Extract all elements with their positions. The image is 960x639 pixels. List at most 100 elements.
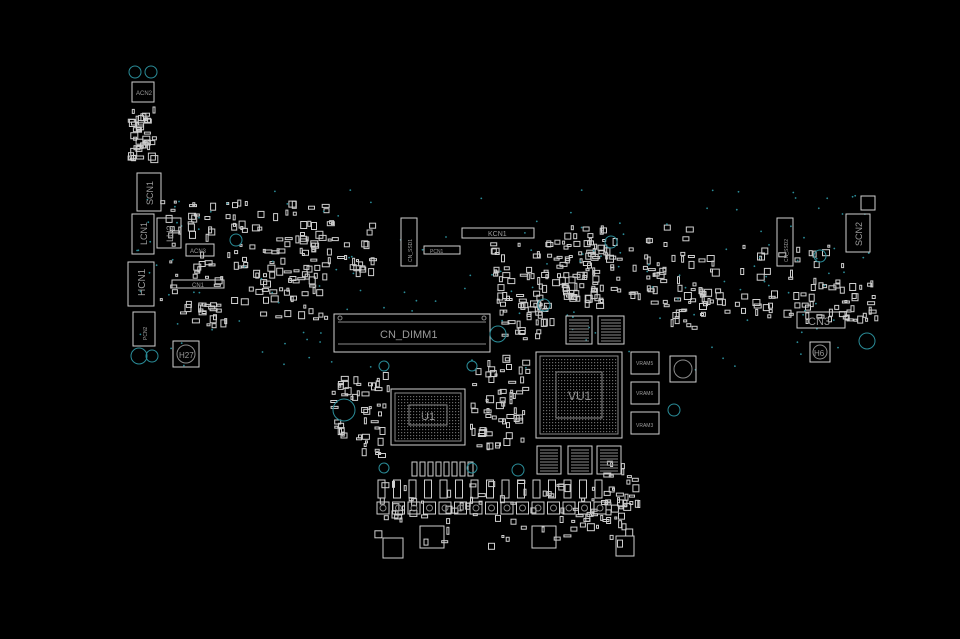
bga-ball: [585, 374, 587, 376]
connector-acn3[interactable]: [185, 243, 215, 257]
inductor-bottom-right[interactable]: [615, 535, 635, 557]
bga-ball: [458, 438, 460, 440]
chip-vram6[interactable]: [630, 381, 660, 405]
via: [274, 190, 276, 193]
connector-lcn1[interactable]: [131, 213, 155, 255]
bga-ball: [419, 414, 421, 416]
chip-vu1-outline[interactable]: [535, 351, 623, 439]
bga-ball: [546, 428, 548, 430]
bga-ball: [612, 383, 614, 385]
inductor-bottom-center[interactable]: [419, 525, 445, 549]
smd-part: [688, 300, 692, 304]
mosfet: [424, 479, 432, 499]
connector-scn1[interactable]: [136, 172, 162, 212]
via: [753, 265, 756, 268]
smd-part: [620, 463, 625, 470]
via: [572, 316, 574, 319]
smd-part: [790, 269, 793, 278]
bga-ball: [458, 435, 460, 437]
via: [765, 275, 768, 278]
bga-ball: [407, 423, 409, 425]
connector-pcn1[interactable]: [423, 245, 461, 255]
chip-misc-right[interactable]: [860, 195, 876, 211]
smd-part: [788, 276, 794, 280]
smd-part: [501, 321, 510, 325]
bga-ball: [452, 435, 454, 437]
bga-ball: [603, 359, 605, 361]
smd-part: [526, 312, 532, 321]
bga-ball: [606, 377, 608, 379]
via: [535, 220, 538, 223]
smd-part: [674, 316, 680, 325]
bga-ball: [612, 377, 614, 379]
inductor-bottom-center2[interactable]: [531, 525, 557, 549]
bga-ball: [422, 432, 424, 434]
connector-hcn1[interactable]: [127, 261, 155, 307]
smd-part: [232, 202, 238, 209]
bga-ball: [552, 428, 554, 430]
smd-part: [796, 246, 801, 253]
bga-ball: [425, 420, 427, 422]
bga-ball: [440, 432, 442, 434]
phase-cap: [427, 461, 434, 477]
bga-ball: [567, 425, 569, 427]
smd-part: [363, 417, 367, 425]
bga-ball: [434, 414, 436, 416]
bga-ball: [401, 405, 403, 407]
connector-pcn2[interactable]: [132, 311, 156, 347]
smd-part: [508, 380, 517, 384]
bga-ball: [612, 386, 614, 388]
cap: [454, 501, 467, 515]
connector-cn-ssd2[interactable]: [776, 217, 794, 267]
connector-cn3[interactable]: [796, 311, 846, 329]
bga-ball: [585, 428, 587, 430]
connector-cn1[interactable]: [171, 279, 225, 289]
smd-part: [509, 396, 513, 405]
smd-part: [839, 286, 845, 294]
smd-part: [874, 315, 879, 322]
chip-lu2[interactable]: [156, 217, 182, 249]
chip-vram5[interactable]: [630, 351, 660, 375]
mount-h6[interactable]: [809, 341, 831, 363]
smd-part: [834, 304, 840, 310]
connector-scn2[interactable]: [845, 213, 871, 253]
bga-ball: [440, 399, 442, 401]
label-cn-ssd2: CN_SSD2: [784, 239, 790, 262]
inductor-right-ring: [673, 359, 693, 379]
inductor-right[interactable]: [669, 355, 697, 383]
connector-kcn1[interactable]: [461, 227, 535, 239]
bga-ball: [552, 368, 554, 370]
connector-cn-ssd1[interactable]: [400, 217, 418, 267]
bga-ball: [600, 383, 602, 385]
smd-part: [213, 314, 217, 321]
smd-part: [275, 315, 283, 319]
smd-part: [260, 311, 268, 317]
bga-ball: [579, 407, 581, 409]
bga-ball: [549, 413, 551, 415]
chip-vram3[interactable]: [630, 411, 660, 435]
cap-ring: [534, 504, 542, 512]
smd-part: [515, 329, 521, 335]
label-scn2: SCN2: [854, 222, 864, 246]
smd-part: [308, 308, 314, 315]
via: [146, 198, 149, 201]
inductor-bottom-left[interactable]: [382, 537, 404, 559]
connector-acn2[interactable]: [131, 81, 155, 103]
bga-ball: [576, 422, 578, 424]
smd-part: [374, 387, 383, 392]
smd-part: [536, 329, 542, 335]
bga-ball: [552, 431, 554, 433]
mount-h27[interactable]: [172, 340, 200, 368]
mosfet: [548, 479, 556, 499]
bga-ball: [407, 432, 409, 434]
smd-part: [623, 502, 632, 511]
chip-u1-outline[interactable]: [390, 388, 466, 446]
smd-part: [870, 280, 874, 288]
bga-ball: [455, 432, 457, 434]
smd-part: [198, 302, 204, 306]
via: [588, 326, 590, 329]
smd-part: [632, 264, 637, 272]
smd-part: [582, 226, 590, 232]
dimm-key: [481, 315, 487, 321]
bga-ball: [588, 422, 590, 424]
